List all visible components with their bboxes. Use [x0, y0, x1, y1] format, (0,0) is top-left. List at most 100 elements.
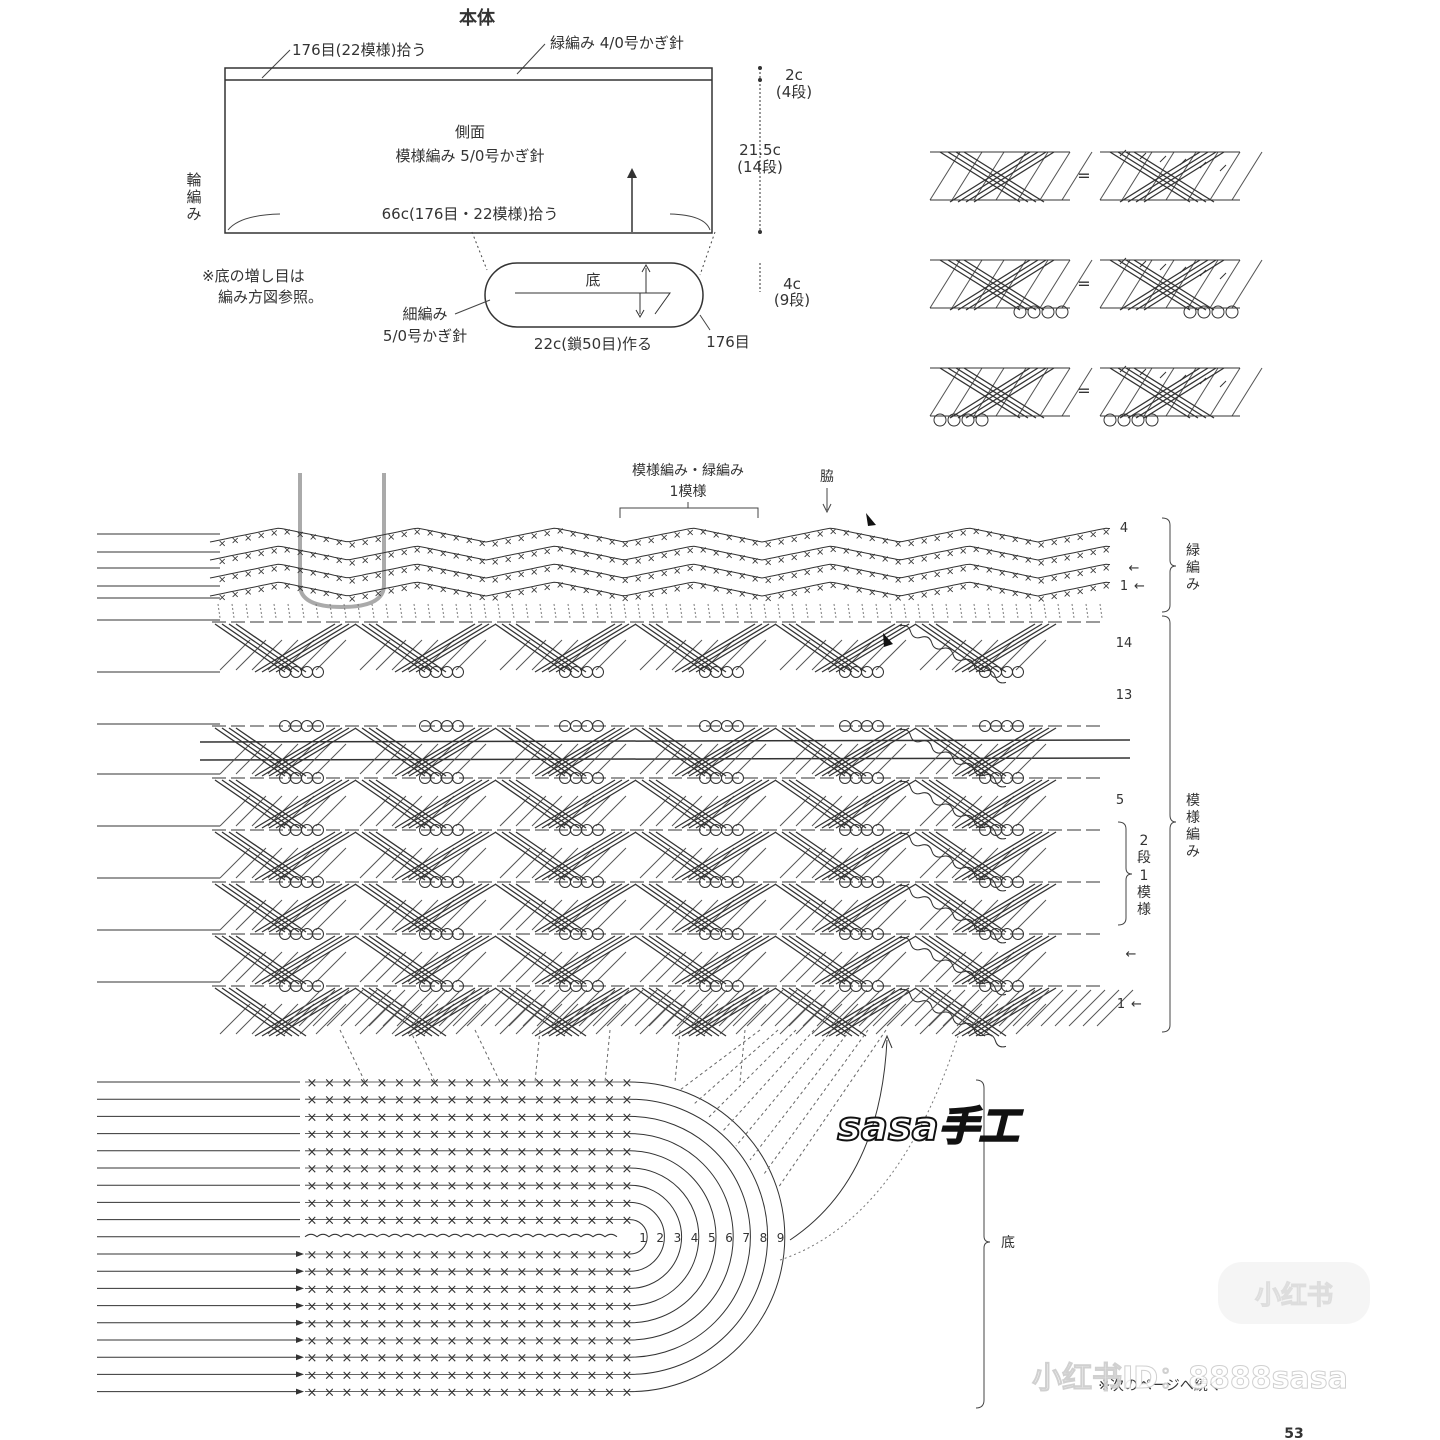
- pattern-bracket: [1161, 615, 1177, 1033]
- single-crochet-mark: ×: [322, 589, 330, 600]
- single-crochet-mark: ×: [998, 550, 1006, 561]
- single-crochet-mark: ×: [855, 567, 863, 578]
- base-stitch-mark: ×: [482, 1128, 493, 1143]
- base-stitch-mark: ×: [604, 1300, 615, 1315]
- base-stitch-mark: ×: [447, 1351, 458, 1366]
- base-stitch-mark: ×: [499, 1386, 510, 1401]
- repeat-bracket: [619, 502, 759, 518]
- single-crochet-mark: ×: [907, 539, 915, 550]
- base-stitch-mark: ×: [429, 1300, 440, 1315]
- pickup-line: [679, 603, 683, 619]
- single-crochet-mark: ×: [556, 580, 564, 591]
- base-stitch-mark: ×: [342, 1351, 353, 1366]
- base-stitch-mark: ×: [587, 1076, 598, 1091]
- single-crochet-mark: ×: [309, 586, 317, 597]
- single-crochet-mark: ×: [907, 575, 915, 586]
- base-stitch-mark: ×: [604, 1145, 615, 1160]
- single-crochet-mark: ×: [1063, 589, 1071, 600]
- single-crochet-mark: ×: [1037, 576, 1045, 587]
- single-crochet-mark: ×: [920, 554, 928, 565]
- base-stitch-mark: ×: [499, 1317, 510, 1332]
- base-stitch-mark: ×: [604, 1248, 615, 1263]
- row-arrow-2: ←: [1126, 947, 1137, 962]
- base-stitch-mark: ×: [324, 1386, 335, 1401]
- single-crochet-mark: ×: [842, 546, 850, 557]
- base-round-arc: [629, 1115, 751, 1358]
- single-crochet-mark: ×: [868, 570, 876, 581]
- leader-lines: [261, 43, 546, 79]
- cable-cross: [774, 876, 917, 933]
- base-guide-arrow: [296, 1337, 304, 1343]
- base-stitch-mark: ×: [342, 1145, 353, 1160]
- base-stitch-mark: ×: [552, 1351, 563, 1366]
- base-stitch-mark: ×: [482, 1196, 493, 1211]
- single-crochet-mark: ×: [452, 551, 460, 562]
- base-stitch-mark: ×: [534, 1351, 545, 1366]
- platform-watermark: 小红书: [1255, 1280, 1333, 1311]
- base-stitch-mark: ×: [569, 1093, 580, 1108]
- base-stitch-mark: ×: [569, 1076, 580, 1091]
- single-crochet-mark: ×: [517, 588, 525, 599]
- single-crochet-mark: ×: [530, 531, 538, 542]
- single-crochet-mark: ×: [491, 539, 499, 550]
- pickup-line: [959, 603, 963, 619]
- base-stitch-mark: ×: [464, 1093, 475, 1108]
- base-stitch-mark: ×: [622, 1128, 633, 1143]
- single-crochet-mark: ×: [946, 585, 954, 596]
- base-round-number: 6: [725, 1231, 733, 1245]
- base-stitch-mark: ×: [464, 1351, 475, 1366]
- single-crochet-mark: ×: [426, 546, 434, 557]
- base-stitch-mark: ×: [377, 1145, 388, 1160]
- dim-base-rows: (9段): [774, 291, 810, 309]
- pickup-line: [371, 603, 375, 619]
- base-stitch-mark: ×: [552, 1248, 563, 1263]
- single-crochet-mark: ×: [621, 557, 629, 568]
- base-stitch-mark: ×: [464, 1282, 475, 1297]
- base-stitch-mark: ×: [429, 1282, 440, 1297]
- single-crochet-mark: ×: [556, 544, 564, 555]
- base-stitch-mark: ×: [464, 1196, 475, 1211]
- base-stitch-mark: ×: [499, 1248, 510, 1263]
- base-stitch-mark: ×: [377, 1282, 388, 1297]
- base-stitch-mark: ×: [552, 1196, 563, 1211]
- single-crochet-mark: ×: [985, 547, 993, 558]
- base-stitch-mark: ×: [377, 1317, 388, 1332]
- base-stitch-mark: ×: [622, 1179, 633, 1194]
- single-crochet-mark: ×: [881, 536, 889, 547]
- base-stitch-mark: ×: [482, 1282, 493, 1297]
- single-crochet-mark: ×: [517, 552, 525, 563]
- base-stitch-mark: ×: [394, 1248, 405, 1263]
- base-stitch-mark: ×: [499, 1282, 510, 1297]
- base-stitch-mark: ×: [359, 1093, 370, 1108]
- base-stitch-mark: ×: [412, 1145, 423, 1160]
- legend-cable-3-symbol: [929, 367, 1093, 427]
- base-stitch-mark: ×: [552, 1386, 563, 1401]
- single-crochet-mark: ×: [946, 549, 954, 560]
- single-crochet-mark: ×: [751, 556, 759, 567]
- base-stitch-mark: ×: [587, 1093, 598, 1108]
- base-stitch-mark: ×: [464, 1300, 475, 1315]
- single-crochet-mark: ×: [244, 551, 252, 562]
- single-crochet-mark: ×: [543, 564, 551, 575]
- single-crochet-mark: ×: [790, 534, 798, 545]
- base-stitch-mark: ×: [324, 1300, 335, 1315]
- base-stitch-mark: ×: [447, 1110, 458, 1125]
- cable-cross: [914, 876, 1057, 933]
- single-crochet-mark: ×: [569, 547, 577, 558]
- pickup-line: [525, 603, 529, 619]
- base-stitch-mark: ×: [359, 1317, 370, 1332]
- single-crochet-mark: ×: [543, 582, 551, 593]
- base-stitch-mark: ×: [482, 1265, 493, 1280]
- pickup-line: [427, 603, 431, 619]
- base-stitch-mark: ×: [394, 1093, 405, 1108]
- single-crochet-mark: ×: [1050, 538, 1058, 549]
- base-stitch-mark: ×: [342, 1162, 353, 1177]
- cable-cross: [354, 824, 497, 881]
- single-crochet-mark: ×: [816, 583, 824, 594]
- single-crochet-mark: ×: [426, 528, 434, 539]
- body-schematic: 本体 176目(22模様)拾う 緑編み 4/0号かぎ針 側面 模様編み 5/0号…: [186, 7, 812, 353]
- single-crochet-mark: ×: [647, 571, 655, 582]
- base-stitch-mark: ×: [604, 1282, 615, 1297]
- single-crochet-mark: ×: [244, 569, 252, 580]
- single-crochet-mark: ×: [1076, 586, 1084, 597]
